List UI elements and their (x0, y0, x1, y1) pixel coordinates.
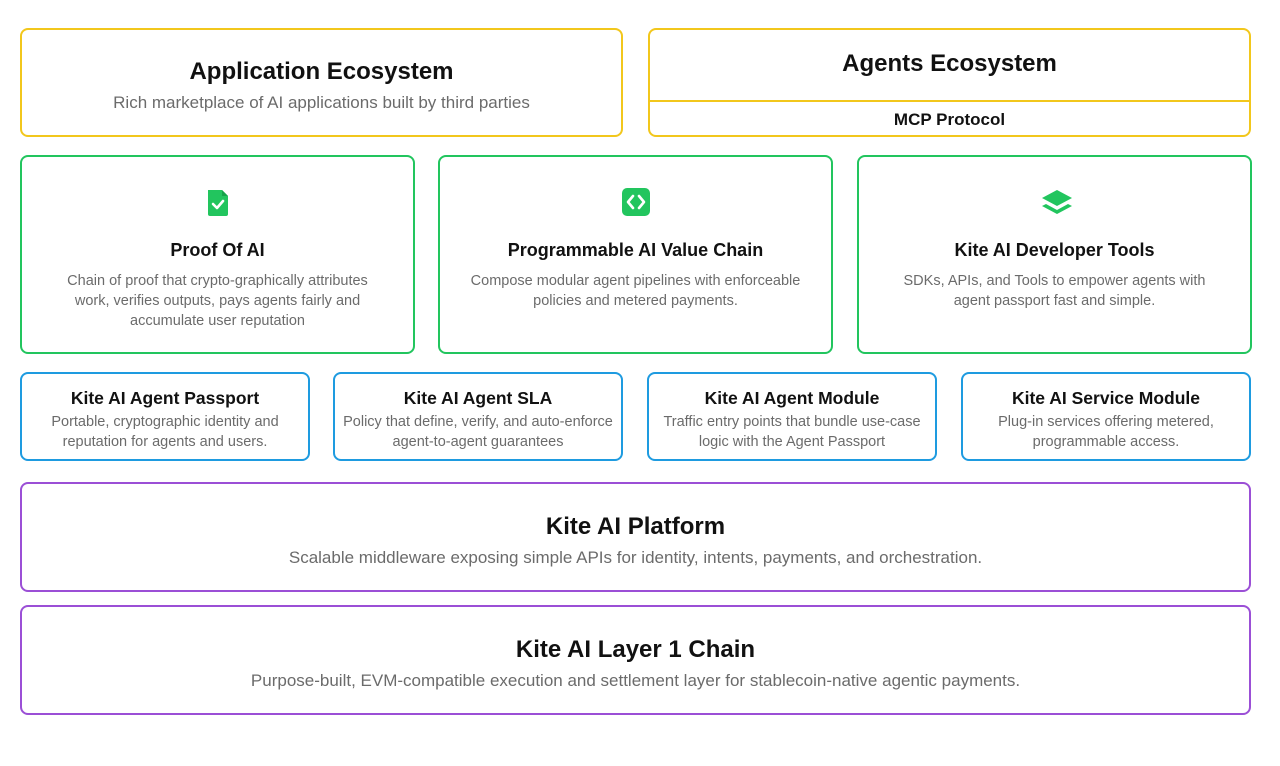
platform-description: Scalable middleware exposing simple APIs… (288, 548, 983, 567)
proof-of-ai-card: Proof Of AI Chain of proof that crypto-g… (20, 155, 415, 354)
developer-tools-description: SDKs, APIs, and Tools to empower agents … (903, 273, 1206, 309)
programmable-value-chain-card: Programmable AI Value Chain Compose modu… (438, 155, 833, 354)
code-brackets-icon (621, 187, 651, 217)
agents-ecosystem-box: Agents Ecosystem MCP Protocol (648, 28, 1251, 137)
developer-tools-card: Kite AI Developer Tools SDKs, APIs, and … (857, 155, 1252, 354)
developer-tools-title: Kite AI Developer Tools (954, 240, 1155, 260)
agent-sla-description: Policy that define, verify, and auto-enf… (343, 414, 613, 450)
layer1-chain-box: Kite AI Layer 1 Chain Purpose-built, EVM… (20, 605, 1251, 715)
agent-passport-description: Portable, cryptographic identity and rep… (51, 414, 279, 450)
service-module-card: Kite AI Service Module Plug-in services … (961, 372, 1251, 461)
application-ecosystem-title: Application Ecosystem (189, 58, 454, 85)
platform-title: Kite AI Platform (545, 513, 726, 540)
document-check-icon (203, 187, 233, 217)
agents-ecosystem-divider (650, 100, 1249, 102)
platform-box: Kite AI Platform Scalable middleware exp… (20, 482, 1251, 592)
agent-module-title: Kite AI Agent Module (704, 388, 880, 408)
programmable-value-chain-description: Compose modular agent pipelines with enf… (470, 273, 801, 309)
service-module-description: Plug-in services offering metered, progr… (998, 414, 1214, 450)
layer1-chain-title: Kite AI Layer 1 Chain (515, 636, 756, 663)
agent-sla-title: Kite AI Agent SLA (403, 388, 553, 408)
proof-of-ai-description: Chain of proof that crypto-graphically a… (67, 273, 368, 329)
programmable-value-chain-title: Programmable AI Value Chain (507, 240, 764, 260)
application-ecosystem-box: Application Ecosystem Rich marketplace o… (20, 28, 623, 137)
application-ecosystem-description: Rich marketplace of AI applications buil… (113, 93, 530, 112)
layers-icon (1040, 187, 1072, 217)
proof-of-ai-title: Proof Of AI (170, 240, 265, 260)
agent-module-card: Kite AI Agent Module Traffic entry point… (647, 372, 937, 461)
service-module-title: Kite AI Service Module (1011, 388, 1200, 408)
mcp-protocol-label: MCP Protocol (893, 110, 1006, 129)
agent-sla-card: Kite AI Agent SLA Policy that define, ve… (333, 372, 623, 461)
agent-module-description: Traffic entry points that bundle use-cas… (663, 414, 921, 450)
layer1-chain-description: Purpose-built, EVM-compatible execution … (250, 671, 1021, 690)
agent-passport-card: Kite AI Agent Passport Portable, cryptog… (20, 372, 310, 461)
agent-passport-title: Kite AI Agent Passport (70, 388, 260, 408)
agents-ecosystem-title: Agents Ecosystem (842, 50, 1057, 77)
